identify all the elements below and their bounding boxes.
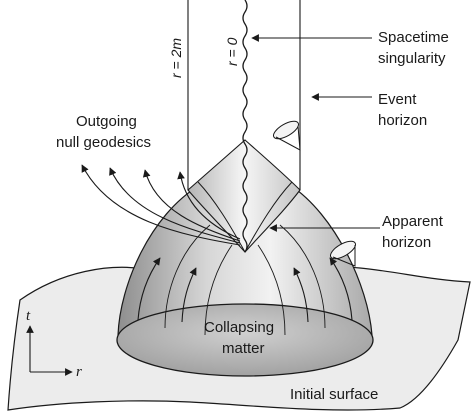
label-spacetime: Spacetime (378, 29, 449, 46)
label-singularity: singularity (378, 50, 446, 67)
singularity-line (242, 0, 248, 253)
label-outgoing: Outgoing (76, 113, 137, 130)
dome-arrow-3 (293, 267, 309, 323)
label-r-0: r = 0 (224, 37, 240, 66)
label-collapsing: Collapsing (204, 319, 274, 336)
axis-label-t: t (26, 308, 31, 324)
label-apparent: Apparent (382, 213, 444, 230)
axis-label-r: r (76, 364, 82, 380)
light-cone-lower-body (332, 245, 356, 267)
label-initial-surface: Initial surface (290, 386, 378, 403)
null-geodesic-1 (81, 164, 241, 246)
label-r-2m: r = 2m (168, 38, 184, 78)
label-event-horizon: horizon (378, 112, 427, 129)
apparent-horizon-curve-left (197, 181, 246, 253)
null-geodesic-4 (177, 171, 241, 240)
dome-meridian-2 (204, 244, 233, 336)
dome-meridian-1 (164, 224, 211, 329)
null-geodesic-2 (109, 167, 241, 244)
label-null-geodesics: null geodesics (56, 134, 151, 151)
light-cone-upper (273, 120, 299, 140)
dome-arrow-2 (181, 267, 197, 323)
null-geodesic-3 (142, 169, 241, 242)
label-apparent-horizon: horizon (382, 234, 431, 251)
collapsing-matter-disc (116, 303, 374, 377)
light-cone-upper-body (275, 125, 301, 151)
dome-arrow-1 (137, 257, 161, 321)
dome-meridian-3 (257, 244, 286, 336)
apparent-horizon-curve-right (244, 181, 293, 253)
label-matter: matter (222, 340, 265, 357)
horizon-cone (187, 139, 301, 253)
dome-arrow-4 (329, 257, 353, 321)
dome-meridian-4 (279, 224, 326, 329)
label-event: Event (378, 91, 417, 108)
light-cone-lower (330, 240, 356, 260)
